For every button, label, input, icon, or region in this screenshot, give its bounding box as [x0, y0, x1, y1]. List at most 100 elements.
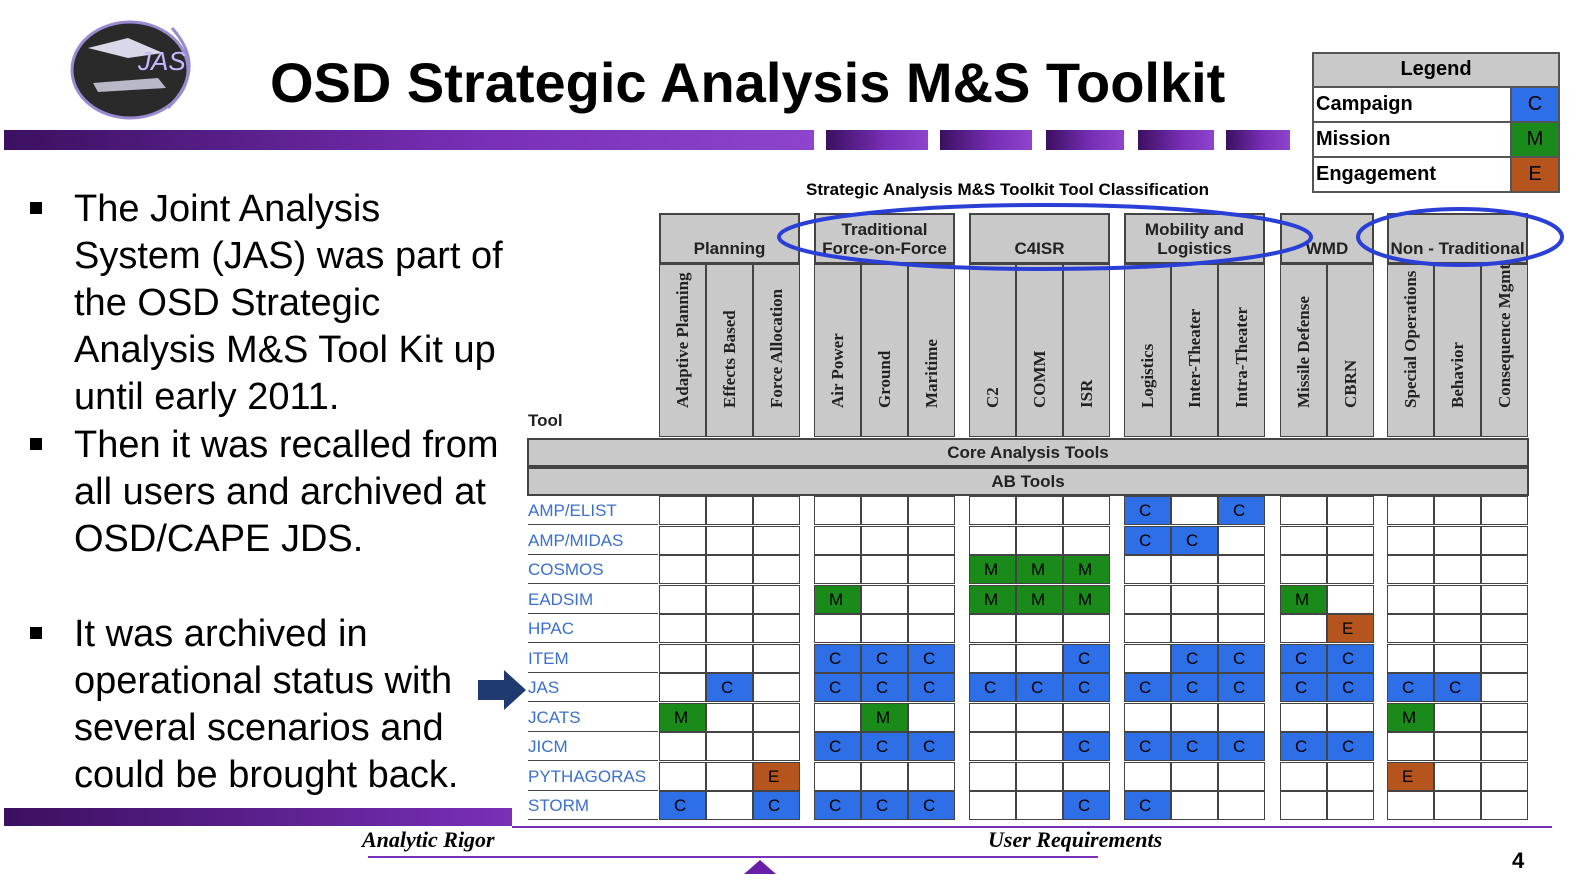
table-cell: C	[1124, 496, 1171, 525]
table-cell	[969, 732, 1016, 761]
table-cell: C	[861, 732, 908, 761]
table-cell	[1327, 555, 1374, 584]
table-cell: M	[1063, 585, 1110, 614]
legend-label: Mission	[1314, 123, 1512, 156]
table-cell: C	[969, 673, 1016, 702]
table-cell	[753, 732, 800, 761]
group-header: Non - Traditional	[1387, 213, 1528, 264]
table-cell	[1327, 791, 1374, 820]
bullet-text: The Joint Analysis System (JAS) was part…	[74, 188, 503, 418]
subcategory-label: Consequence Mgmt	[1494, 263, 1514, 408]
table-cell: E	[753, 762, 800, 791]
table-cell: C	[1218, 732, 1265, 761]
table-cell	[1124, 703, 1171, 732]
table-cell	[1481, 762, 1528, 791]
table-cell	[1434, 555, 1481, 584]
subcategory-label: C2	[982, 387, 1002, 408]
table-cell	[861, 762, 908, 791]
table-cell	[706, 614, 753, 643]
table-cell	[1481, 526, 1528, 555]
footer-line	[512, 826, 1552, 828]
table-cell: C	[1171, 526, 1218, 555]
bullet-marker	[30, 627, 42, 639]
table-cell	[1387, 555, 1434, 584]
table-cell	[1481, 644, 1528, 673]
subcategory-header: Ground	[861, 264, 908, 437]
table-cell	[1434, 703, 1481, 732]
footer-stripe	[4, 808, 512, 826]
table-cell	[1016, 644, 1063, 673]
table-cell	[969, 644, 1016, 673]
table-cell	[969, 791, 1016, 820]
table-cell	[814, 703, 861, 732]
tool-name: PYTHAGORAS	[528, 762, 658, 791]
table-cell	[1434, 614, 1481, 643]
table-cell: C	[1124, 791, 1171, 820]
table-cell	[1280, 791, 1327, 820]
table-cell: C	[814, 644, 861, 673]
table-cell: C	[1171, 644, 1218, 673]
table-cell	[814, 614, 861, 643]
table-cell	[753, 703, 800, 732]
table-cell	[1387, 585, 1434, 614]
table-cell	[1016, 703, 1063, 732]
table-cell	[1171, 703, 1218, 732]
table-cell	[1063, 703, 1110, 732]
subcategory-header: Adaptive Planning	[659, 264, 706, 437]
table-cell: C	[814, 791, 861, 820]
table-cell: M	[861, 703, 908, 732]
bullet-text: Then it was recalled from all users and …	[74, 424, 499, 560]
legend-label: Campaign	[1314, 88, 1512, 121]
subcategory-label: Maritime	[921, 339, 941, 408]
legend-row-engagement: Engagement E	[1314, 158, 1558, 191]
table-cell	[1124, 644, 1171, 673]
subcategory-label: CBRN	[1340, 359, 1360, 408]
table-cell	[908, 555, 955, 584]
table-cell	[1481, 732, 1528, 761]
subcategory-label: Missile Defense	[1293, 296, 1313, 408]
header-stripe-seg	[940, 130, 1032, 150]
table-cell	[1016, 614, 1063, 643]
triangle-marker-icon	[744, 860, 776, 874]
table-cell	[861, 555, 908, 584]
table-cell	[1481, 703, 1528, 732]
table-cell	[1124, 555, 1171, 584]
table-cell	[1434, 585, 1481, 614]
subcategory-header: Inter-Theater	[1171, 264, 1218, 437]
table-cell	[969, 614, 1016, 643]
table-cell	[753, 496, 800, 525]
table-cell	[1218, 585, 1265, 614]
table-cell: C	[1218, 673, 1265, 702]
table-cell	[753, 585, 800, 614]
table-cell	[753, 673, 800, 702]
table-cell	[1171, 791, 1218, 820]
table-cell: C	[908, 791, 955, 820]
table-cell: C	[861, 644, 908, 673]
table-cell: C	[1218, 644, 1265, 673]
subcategory-label: Inter-Theater	[1184, 308, 1204, 408]
table-cell	[706, 791, 753, 820]
table-cell: C	[1124, 732, 1171, 761]
subcategory-label: Behavior	[1447, 341, 1467, 408]
table-cell: E	[1327, 614, 1374, 643]
table-cell: C	[1063, 791, 1110, 820]
subcategory-header: Air Power	[814, 264, 861, 437]
legend-code: E	[1512, 158, 1558, 191]
table-cell: C	[1280, 644, 1327, 673]
table-cell	[753, 614, 800, 643]
subcategory-header: Maritime	[908, 264, 955, 437]
table-cell	[814, 762, 861, 791]
bullet-text: It was archived in operational status wi…	[74, 613, 459, 796]
header-stripe-seg	[1226, 130, 1290, 150]
table-cell	[1218, 762, 1265, 791]
table-cell	[706, 555, 753, 584]
subcategory-label: ISR	[1076, 379, 1096, 408]
core-analysis-band: Core Analysis Tools	[527, 438, 1529, 467]
subcategory-label: Ground	[874, 350, 894, 408]
header-stripe-seg	[1138, 130, 1214, 150]
group-header: Mobility and Logistics	[1124, 213, 1265, 264]
subcategory-header: Effects Based	[706, 264, 753, 437]
table-cell	[1327, 526, 1374, 555]
table-cell: M	[814, 585, 861, 614]
table-cell	[1280, 526, 1327, 555]
